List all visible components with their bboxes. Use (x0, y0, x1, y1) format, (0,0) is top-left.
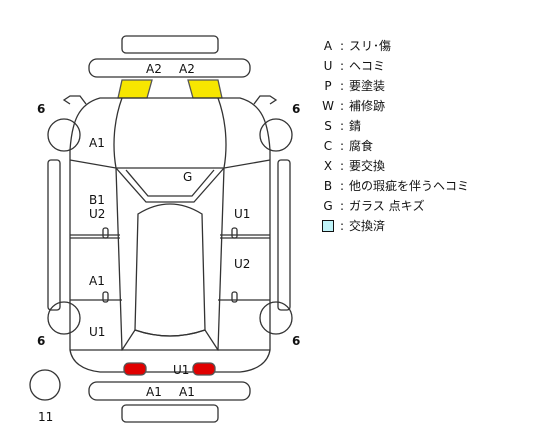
mark-rear-panel: U1 (173, 363, 189, 377)
legend-item: X: 要交換 (321, 156, 469, 176)
right-front-door-handle (231, 227, 238, 239)
left-front-door-handle (102, 227, 109, 239)
rear-window (120, 329, 220, 351)
legend-separator: : (339, 139, 345, 153)
legend-label: スリ･傷 (349, 39, 392, 53)
left-side-skirt (47, 159, 61, 311)
mark-left-front-door-1: B1 (89, 193, 105, 207)
legend-separator: : (339, 99, 345, 113)
legend-separator: : (339, 159, 345, 173)
mark-windshield: G (183, 170, 192, 184)
legend-item: S: 錆 (321, 116, 469, 136)
rear-bumper-bar (121, 404, 219, 423)
legend-separator: : (339, 39, 345, 53)
legend-label: 錆 (349, 119, 362, 133)
tire-count-front-left: 6 (37, 102, 45, 116)
legend-code: S (324, 119, 332, 133)
mark-right-rear-door: U2 (234, 257, 250, 271)
legend-code: W (322, 99, 334, 113)
rear-left-wheel (47, 301, 81, 335)
roof (134, 203, 206, 337)
right-headlight-marker (187, 79, 223, 99)
right-side-skirt (277, 159, 291, 311)
mark-left-rear-quarter: U1 (89, 325, 105, 339)
mark-rear-bumper-right: A1 (179, 385, 195, 399)
front-bumper (88, 58, 251, 78)
legend-label: ガラス 点キズ (349, 199, 425, 213)
hood-outline (113, 97, 227, 169)
legend-code: A (323, 39, 333, 53)
legend-code: B (323, 179, 333, 193)
legend-label: 腐食 (349, 139, 374, 153)
legend-item: W: 補修跡 (321, 96, 469, 116)
left-side-panel (69, 159, 123, 351)
replaced-swatch (322, 220, 334, 232)
mark-rear-bumper-left: A1 (146, 385, 162, 399)
windshield (115, 167, 225, 203)
left-headlight-marker (117, 79, 153, 99)
mark-left-rear-door: A1 (89, 274, 105, 288)
mark-front-bumper-right: A2 (179, 62, 195, 76)
legend-code: X (323, 159, 333, 173)
legend-item: B: 他の瑕疵を伴うヘコミ (321, 176, 469, 196)
mark-left-front-fender: A1 (89, 136, 105, 150)
tire-count-front-right: 6 (292, 102, 300, 116)
right-taillight-marker (192, 362, 216, 376)
mark-front-bumper-left: A2 (146, 62, 162, 76)
rear-bumper (88, 381, 251, 401)
front-right-wheel (259, 118, 293, 152)
legend-label: 他の瑕疵を伴うヘコミ (349, 179, 470, 193)
front-bumper-bar (121, 35, 219, 54)
legend-item: C: 腐食 (321, 136, 469, 156)
left-rear-door-handle (102, 291, 109, 303)
legend-separator: : (339, 119, 345, 133)
legend-code: P (324, 79, 332, 93)
legend-item: P: 要塗装 (321, 76, 469, 96)
legend-item: A: スリ･傷 (321, 36, 469, 56)
legend-code: U (323, 59, 333, 73)
tire-count-rear-left: 6 (37, 334, 45, 348)
legend-separator: : (339, 79, 345, 93)
tire-count-spare: 11 (38, 410, 53, 424)
right-mirror (253, 95, 278, 105)
front-left-wheel (47, 118, 81, 152)
windshield-inner (125, 169, 215, 197)
legend-code: G (323, 199, 333, 213)
legend-item: U: ヘコミ (321, 56, 469, 76)
mark-left-front-door-2: U2 (89, 207, 105, 221)
right-side-panel (217, 159, 271, 351)
right-rear-door-handle (231, 291, 238, 303)
legend-code: C (323, 139, 333, 153)
legend-separator: : (339, 199, 345, 213)
legend-separator: : (339, 179, 345, 193)
damage-legend: A: スリ･傷 U: ヘコミ P: 要塗装 W: 補修跡 S: 錆 C: 腐食 X: 要交換 B: 他の瑕疵を… (321, 36, 469, 236)
left-mirror (62, 95, 87, 105)
legend-separator: : (339, 59, 345, 73)
legend-label: 要塗装 (349, 79, 386, 93)
legend-item: : 交換済 (321, 216, 469, 236)
legend-label: 要交換 (349, 159, 386, 173)
tire-count-rear-right: 6 (292, 334, 300, 348)
left-taillight-marker (123, 362, 147, 376)
mark-right-front-door: U1 (234, 207, 250, 221)
legend-label: ヘコミ (349, 59, 386, 73)
legend-item: G: ガラス 点キズ (321, 196, 469, 216)
legend-separator: : (339, 219, 345, 233)
legend-label: 補修跡 (349, 99, 386, 113)
rear-right-wheel (259, 301, 293, 335)
legend-label: 交換済 (349, 219, 386, 233)
spare-tire (29, 369, 61, 401)
